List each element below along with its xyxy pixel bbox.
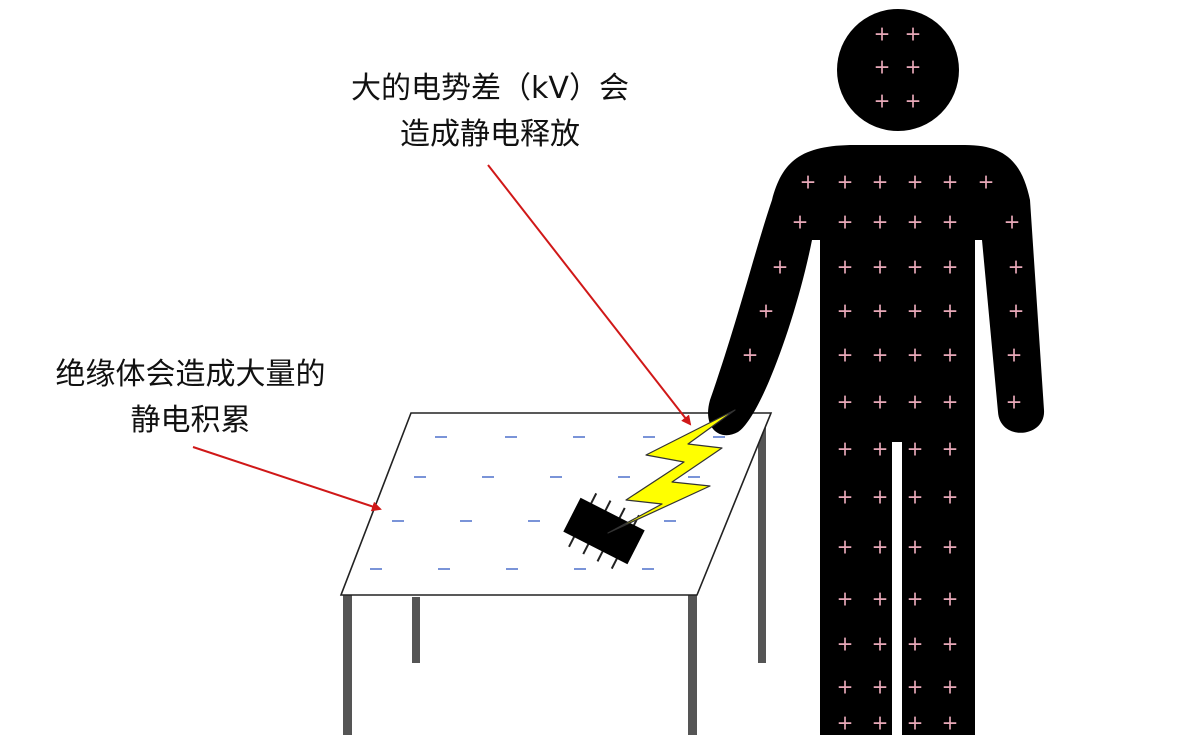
person-body bbox=[708, 145, 1045, 735]
positive-charge: + bbox=[837, 390, 854, 414]
positive-charge: + bbox=[874, 89, 891, 113]
table-legs bbox=[343, 420, 766, 735]
positive-charge: + bbox=[907, 170, 924, 194]
table-leg-back-right bbox=[758, 420, 766, 663]
positive-charge: + bbox=[837, 587, 854, 611]
positive-charge: + bbox=[874, 22, 891, 46]
esd-annotation-line2: 造成静电释放 bbox=[400, 117, 580, 152]
positive-charge: + bbox=[837, 210, 854, 234]
positive-charge: + bbox=[742, 343, 759, 367]
positive-charge: + bbox=[942, 437, 959, 461]
positive-charge: + bbox=[907, 343, 924, 367]
positive-charge: + bbox=[872, 343, 889, 367]
positive-charge: + bbox=[792, 210, 809, 234]
positive-charge: + bbox=[758, 299, 775, 323]
positive-charge: + bbox=[907, 711, 924, 735]
table-leg-front-right bbox=[688, 595, 697, 735]
positive-charge: + bbox=[837, 632, 854, 656]
positive-charge: + bbox=[1006, 390, 1023, 414]
positive-charge: + bbox=[872, 437, 889, 461]
person-head bbox=[837, 9, 959, 131]
insulator-annotation-line1: 绝缘体会造成大量的 bbox=[55, 357, 326, 392]
positive-charge: + bbox=[837, 675, 854, 699]
insulator-annotation: 绝缘体会造成大量的 静电积累 bbox=[18, 352, 363, 444]
positive-charge: + bbox=[907, 299, 924, 323]
positive-charge: + bbox=[907, 675, 924, 699]
positive-charge: + bbox=[907, 485, 924, 509]
positive-charge: + bbox=[942, 587, 959, 611]
esd-arrow bbox=[487, 164, 692, 426]
positive-charge: + bbox=[872, 485, 889, 509]
positive-charge: + bbox=[907, 587, 924, 611]
positive-charge: + bbox=[837, 535, 854, 559]
positive-charge: + bbox=[907, 632, 924, 656]
lightning-bolt-icon bbox=[607, 409, 736, 534]
positive-charge: + bbox=[874, 55, 891, 79]
positive-charge: + bbox=[800, 170, 817, 194]
positive-charge: + bbox=[872, 390, 889, 414]
positive-charge: + bbox=[978, 170, 995, 194]
positive-charge: + bbox=[1008, 299, 1025, 323]
positive-charge: + bbox=[872, 299, 889, 323]
positive-charge: + bbox=[837, 343, 854, 367]
positive-charge: + bbox=[942, 255, 959, 279]
positive-charge: + bbox=[905, 55, 922, 79]
ic-chip-icon bbox=[563, 492, 645, 570]
positive-charge: + bbox=[907, 390, 924, 414]
person-charges: + + + + + + + + + + + + + + + + + + + + + + + + + + + + + + + + + + + + + + + +… bbox=[742, 22, 1025, 735]
positive-charge: + bbox=[942, 711, 959, 735]
positive-charge: + bbox=[942, 299, 959, 323]
positive-charge: + bbox=[772, 255, 789, 279]
positive-charge: + bbox=[1006, 343, 1023, 367]
positive-charge: + bbox=[837, 485, 854, 509]
positive-charge: + bbox=[872, 587, 889, 611]
positive-charge: + bbox=[872, 535, 889, 559]
positive-charge: + bbox=[942, 675, 959, 699]
positive-charge: + bbox=[907, 437, 924, 461]
positive-charge: + bbox=[905, 22, 922, 46]
insulator-arrow bbox=[192, 446, 382, 512]
table-leg-back-left bbox=[412, 597, 420, 663]
positive-charge: + bbox=[942, 390, 959, 414]
positive-charge: + bbox=[872, 711, 889, 735]
positive-charge: + bbox=[837, 299, 854, 323]
positive-charge: + bbox=[872, 170, 889, 194]
table-leg-front-left bbox=[343, 595, 352, 735]
positive-charge: + bbox=[837, 711, 854, 735]
insulator-annotation-line2: 静电积累 bbox=[130, 403, 251, 438]
positive-charge: + bbox=[905, 89, 922, 113]
positive-charge: + bbox=[942, 632, 959, 656]
positive-charge: + bbox=[942, 343, 959, 367]
positive-charge: + bbox=[1008, 255, 1025, 279]
esd-annotation-line1: 大的电势差（kV）会 bbox=[351, 71, 629, 106]
positive-charge: + bbox=[837, 170, 854, 194]
positive-charge: + bbox=[907, 210, 924, 234]
positive-charge: + bbox=[942, 210, 959, 234]
positive-charge: + bbox=[837, 255, 854, 279]
positive-charge: + bbox=[872, 632, 889, 656]
positive-charge: + bbox=[872, 255, 889, 279]
table-top bbox=[339, 412, 773, 596]
person-silhouette-icon bbox=[708, 9, 1045, 735]
positive-charge: + bbox=[942, 535, 959, 559]
positive-charge: + bbox=[837, 437, 854, 461]
positive-charge: + bbox=[907, 255, 924, 279]
positive-charge: + bbox=[942, 170, 959, 194]
positive-charge: + bbox=[1004, 210, 1021, 234]
positive-charge: + bbox=[907, 535, 924, 559]
positive-charge: + bbox=[872, 210, 889, 234]
positive-charge: + bbox=[872, 675, 889, 699]
positive-charge: + bbox=[942, 485, 959, 509]
esd-annotation: 大的电势差（kV）会 造成静电释放 bbox=[300, 66, 680, 158]
